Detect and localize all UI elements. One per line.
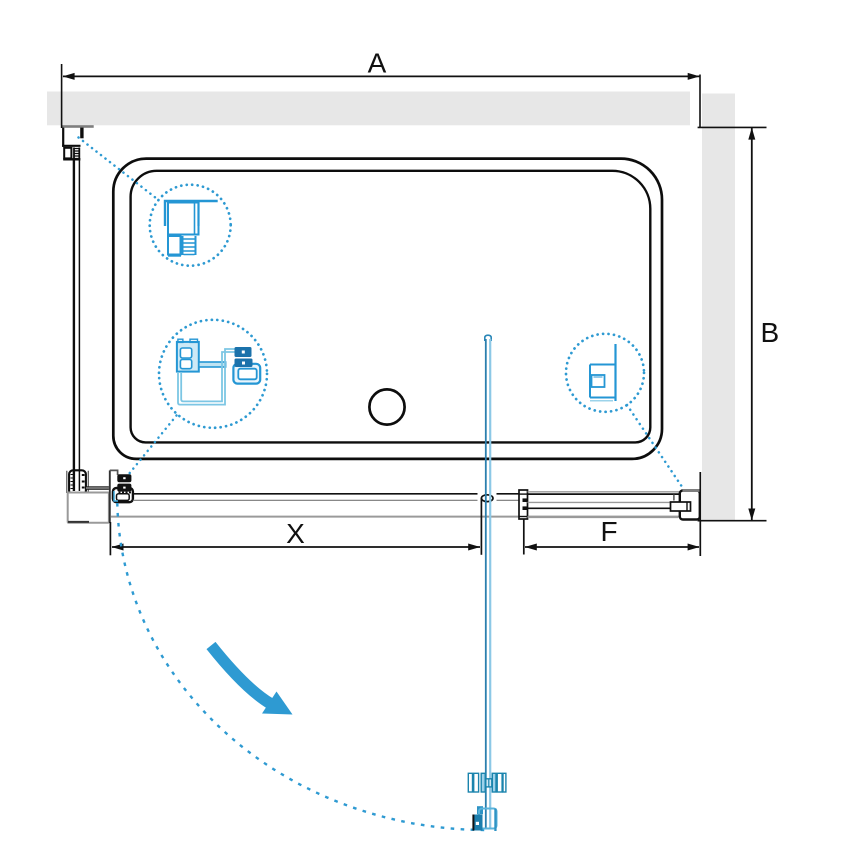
svg-text:X: X (286, 518, 305, 549)
svg-text:A: A (368, 48, 387, 79)
svg-text:F: F (600, 516, 617, 547)
svg-text:B: B (760, 317, 779, 348)
